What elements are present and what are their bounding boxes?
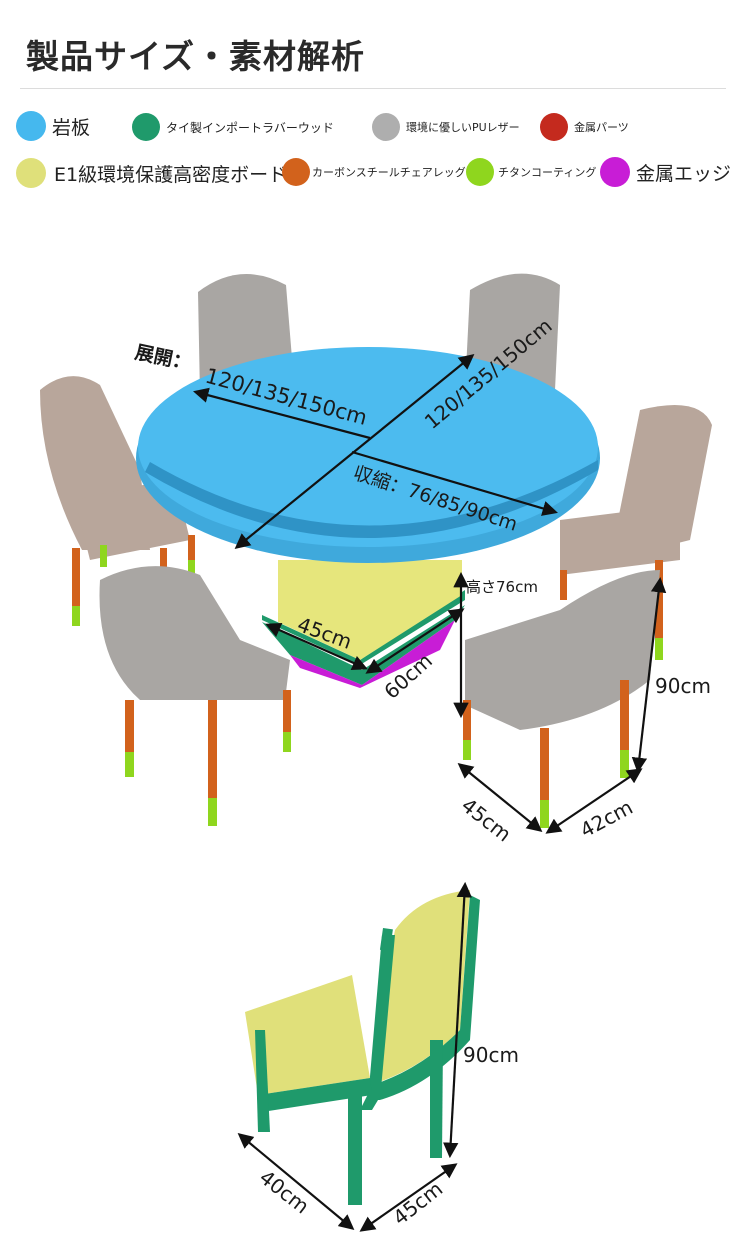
chair-back-right: [465, 273, 560, 390]
side-chair-dimension-lines: [237, 881, 473, 1232]
legend-item-metal-parts: 金属パーツ: [540, 113, 629, 141]
rubberwood-swatch-icon: [132, 113, 160, 141]
legend-label: チタンコーティング: [498, 166, 597, 179]
legend-label: タイ製インポートラバーウッド: [166, 120, 334, 135]
chair-height: 90cm: [655, 674, 711, 698]
metal-edge-swatch-icon: [600, 157, 630, 187]
legend-label: カーボンスチールチェアレッグ: [312, 166, 466, 179]
side-chair: [245, 890, 480, 1205]
titanium-swatch-icon: [466, 158, 494, 186]
table-dimension-lines: [193, 354, 667, 834]
legend-label: E1級環境保護高密度ボード: [54, 163, 288, 186]
table-base: [262, 560, 465, 688]
legend-item-pu-leather: 環境に優しいPUレザー: [372, 113, 520, 141]
stone-slab-swatch-icon: [16, 111, 46, 141]
legend-item-stone-slab: 岩板: [16, 111, 90, 141]
legend-item-carbon-steel-legs: カーボンスチールチェアレッグ: [282, 158, 466, 186]
carbon-steel-swatch-icon: [282, 158, 310, 186]
expand-label: 展開：: [133, 341, 193, 374]
height-value: 高さ76cm: [466, 578, 538, 596]
legend-item-rubberwood: タイ製インポートラバーウッド: [132, 113, 334, 141]
metal-parts-swatch-icon: [540, 113, 568, 141]
legend-item-titanium-coating: チタンコーティング: [466, 158, 596, 186]
side-chair-height: 90cm: [463, 1043, 519, 1067]
pu-leather-swatch-icon: [372, 113, 400, 141]
page-title: 製品サイズ・素材解析: [26, 37, 366, 76]
legend-label: 岩板: [52, 116, 91, 139]
legend-item-metal-edge: 金属エッジ: [600, 157, 731, 187]
e1-board-swatch-icon: [16, 158, 46, 188]
title-divider: [20, 88, 726, 89]
chair-depth: 45cm: [457, 793, 516, 846]
legend-item-e1-board: E1級環境保護高密度ボード: [16, 158, 287, 188]
chair-front-left: [99, 566, 291, 826]
chair-right: [560, 405, 712, 660]
legend-label: 金属エッジ: [636, 162, 732, 185]
chair-width: 42cm: [576, 795, 637, 842]
legend-label: 金属パーツ: [574, 121, 629, 134]
side-chair-depth: 45cm: [388, 1177, 447, 1230]
legend-label: 環境に優しいPUレザー: [406, 121, 520, 134]
chair-front-right: [463, 570, 660, 828]
